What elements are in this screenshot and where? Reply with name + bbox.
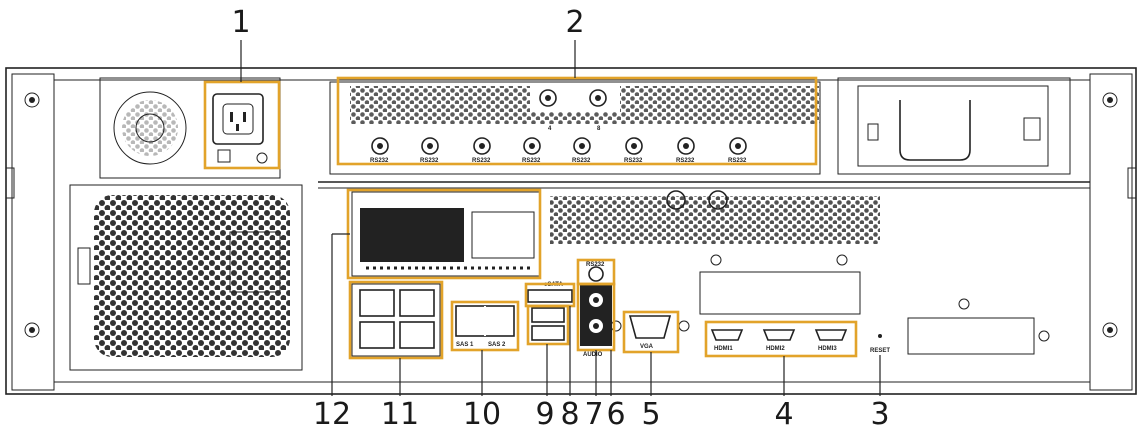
sas2-label: SAS 2	[488, 342, 506, 348]
callout-5: 5	[641, 397, 660, 431]
audio-ports[interactable]: AUDIO	[580, 284, 612, 358]
power-supply	[99, 77, 281, 179]
rs232-label: RS232	[586, 262, 605, 268]
rs232-port[interactable]: RS232	[586, 262, 605, 282]
expansion-slot	[907, 298, 1050, 355]
hdmi1-label: HDMI1	[714, 346, 733, 352]
reset-label: RESET	[870, 348, 890, 354]
alarm-terminal-block[interactable]	[351, 191, 541, 277]
sas-ports[interactable]: SAS 1 SAS 2	[455, 305, 515, 348]
audio-label: AUDIO	[583, 352, 603, 358]
power-inlet-icon[interactable]	[212, 93, 268, 164]
slot-label-4: 4	[548, 126, 552, 132]
hdmi2-label: HDMI2	[766, 346, 785, 352]
callout-9: 9	[535, 397, 554, 431]
network-ports[interactable]	[351, 283, 441, 357]
callout-7: 7	[584, 397, 603, 431]
svg-text:RS232: RS232	[572, 158, 591, 164]
sas1-label: SAS 1	[456, 342, 474, 348]
svg-text:RS232: RS232	[676, 158, 695, 164]
svg-text:RS232: RS232	[522, 158, 541, 164]
svg-text:RS232: RS232	[472, 158, 491, 164]
callout-8: 8	[560, 397, 579, 431]
bnc-connectors[interactable]: RS232 RS232 RS232 RS232 RS232 RS232 RS23…	[370, 137, 747, 164]
ventilation-grille	[69, 184, 303, 371]
chassis	[5, 67, 1137, 395]
drive-bay-handle	[837, 77, 1071, 175]
svg-text:RS232: RS232	[728, 158, 747, 164]
callout-10: 10	[463, 397, 501, 431]
vga-label: VGA	[640, 344, 654, 350]
svg-text:RS232: RS232	[624, 158, 643, 164]
callout-1: 1	[231, 5, 250, 40]
reset-button[interactable]: RESET	[870, 334, 890, 354]
callout-6: 6	[606, 397, 625, 431]
callout-11: 11	[381, 397, 419, 431]
leader-lines	[240, 40, 881, 396]
callout-12: 12	[313, 397, 351, 431]
callout-4: 4	[774, 397, 793, 431]
slot-label-8: 8	[597, 126, 601, 132]
callout-2: 2	[565, 5, 584, 40]
usb-ports[interactable]	[531, 307, 565, 341]
middle-vent	[550, 196, 880, 244]
callout-3: 3	[870, 397, 889, 431]
callout-numbers: 1 2 3 4 5 6 7 8 9 10 11 12	[231, 5, 889, 431]
svg-text:RS232: RS232	[420, 158, 439, 164]
svg-text:RS232: RS232	[370, 158, 389, 164]
video-input-module: 4 8 RS232 RS232 RS232 RS232 RS232 RS232 …	[329, 81, 821, 175]
hdmi-ports[interactable]: HDMI1 HDMI2 HDMI3	[699, 254, 861, 352]
hdmi3-label: HDMI3	[818, 346, 837, 352]
